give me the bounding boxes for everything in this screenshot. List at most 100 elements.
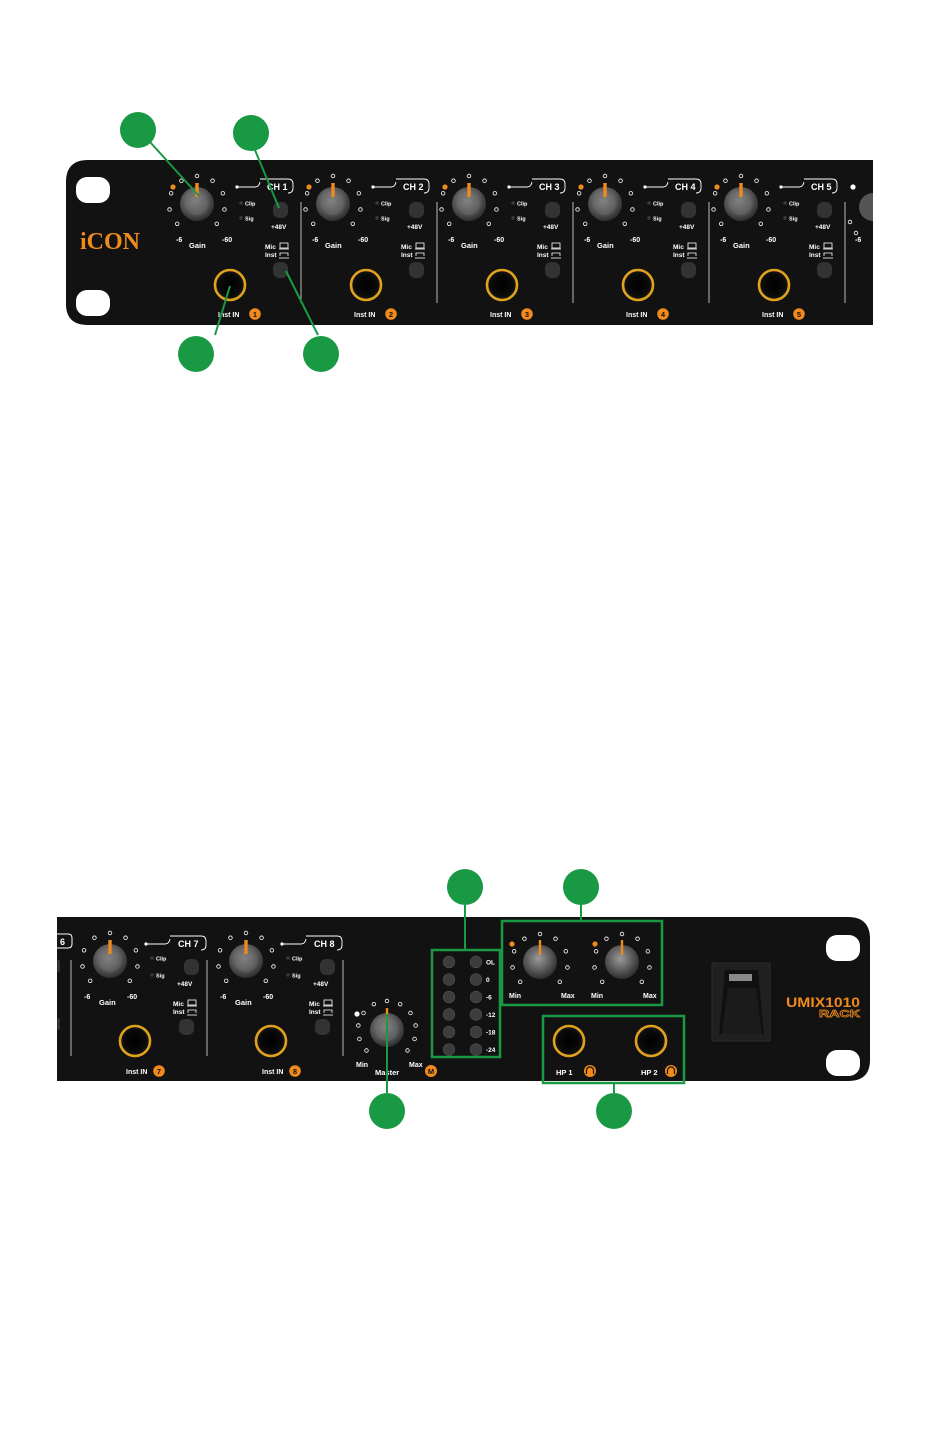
bracket-dot — [507, 185, 511, 189]
scale-tick — [371, 1001, 377, 1007]
scale-tick — [583, 221, 588, 226]
inst-label: Inst — [401, 252, 413, 259]
hp1-level-knob[interactable] — [523, 945, 557, 979]
hp2-jack[interactable] — [634, 1024, 668, 1058]
channel-bracket — [781, 181, 805, 188]
meter-label: -12 — [486, 1012, 496, 1019]
status-led — [442, 184, 448, 190]
mic-inst-switch[interactable] — [545, 262, 560, 278]
scale-tick — [397, 1001, 403, 1007]
phantom-power-button[interactable] — [184, 959, 199, 975]
inst-input-jack[interactable] — [757, 268, 791, 302]
scale-tick — [271, 964, 276, 969]
callout-marker — [369, 1093, 405, 1129]
clip-label: Clip — [517, 202, 528, 208]
inst-in-label: Inst IN — [262, 1069, 283, 1076]
channel-number-badge — [385, 308, 397, 320]
inst-input-jack[interactable] — [118, 1024, 152, 1058]
scale-tick — [738, 173, 744, 179]
mic-label: Mic — [265, 244, 276, 251]
inst-input-icon — [279, 252, 289, 259]
sig-led — [239, 216, 243, 220]
scale-tick — [263, 978, 268, 983]
gain-knob-cap — [594, 193, 616, 215]
scale-tick — [645, 949, 651, 954]
mic-inst-switch[interactable] — [409, 262, 424, 278]
mic-inst-switch[interactable] — [273, 262, 288, 278]
gain-max-label: -60 — [494, 237, 504, 244]
inst-input-jack[interactable] — [213, 268, 247, 302]
gain-label: Gain — [99, 998, 116, 1007]
scale-tick — [486, 221, 491, 226]
clip-led — [239, 201, 243, 205]
inst-input-icon — [187, 1009, 197, 1016]
scale-tick — [408, 1010, 413, 1016]
scale-tick — [135, 964, 140, 969]
inst-input-jack[interactable] — [621, 268, 655, 302]
phantom-power-button[interactable] — [409, 202, 424, 218]
model-sub: RACK — [819, 1009, 861, 1020]
mic-inst-switch[interactable] — [681, 262, 696, 278]
hp1-jack[interactable] — [552, 1024, 586, 1058]
meter-label: -18 — [486, 1030, 496, 1037]
hp2-level-knob[interactable] — [605, 945, 639, 979]
channel-bracket — [282, 938, 307, 945]
phantom-power-button[interactable] — [273, 202, 288, 218]
scale-tick — [179, 178, 184, 183]
channel-bracket — [373, 181, 397, 188]
bracket-dot — [371, 185, 375, 189]
mic-inst-switch[interactable] — [179, 1019, 194, 1035]
channel-number: 3 — [525, 310, 529, 319]
meter-led-left — [442, 973, 456, 986]
headphones-icon — [665, 1065, 677, 1077]
channel-label: CH 2 — [403, 182, 424, 192]
gain-max-label: -60 — [263, 994, 273, 1001]
rack-ear-hole-bottom — [826, 1050, 860, 1076]
mic-inst-switch[interactable] — [817, 262, 832, 278]
inst-input-icon — [687, 252, 697, 259]
mic-inst-switch[interactable] — [315, 1019, 330, 1035]
scale-tick — [492, 191, 498, 196]
scale-tick — [364, 1048, 369, 1053]
inst-in-label: Inst IN — [218, 312, 239, 319]
scale-tick — [167, 207, 172, 212]
phantom-power-button[interactable] — [681, 202, 696, 218]
scale-tick — [259, 935, 264, 940]
scale-tick — [315, 178, 320, 183]
scale-tick — [92, 935, 97, 940]
phantom-power-button[interactable] — [817, 202, 832, 218]
gain-knob-pointer — [603, 183, 607, 197]
phantom-label: +48V — [313, 981, 329, 988]
scale-tick — [628, 191, 634, 196]
channel-label-box — [396, 178, 430, 194]
meter-led-right — [469, 1025, 483, 1039]
callout-marker — [303, 336, 339, 372]
scale-tick — [384, 998, 390, 1004]
inst-input-jack[interactable] — [254, 1024, 288, 1058]
phantom-power-button[interactable] — [545, 202, 560, 218]
callout-leader — [214, 285, 231, 336]
master-min-label: Min — [356, 1062, 368, 1069]
scale-tick — [88, 978, 93, 983]
channel-number-badge — [249, 308, 261, 320]
gain-max-label: -60 — [222, 237, 232, 244]
phantom-power-button[interactable] — [320, 959, 335, 975]
sig-led — [286, 973, 290, 977]
gain-min-label: -6 — [312, 237, 318, 244]
power-switch[interactable] — [711, 962, 771, 1042]
inst-label: Inst — [673, 252, 685, 259]
master-badge — [425, 1065, 437, 1077]
phantom-label: +48V — [407, 224, 423, 231]
channel-bracket — [237, 181, 261, 188]
callout-marker — [120, 112, 156, 148]
gain-label: Gain — [461, 241, 478, 250]
inst-label: Inst — [265, 252, 277, 259]
inst-input-jack[interactable] — [349, 268, 383, 302]
inst-input-jack[interactable] — [485, 268, 519, 302]
headphones-icon — [584, 1065, 596, 1077]
scale-tick — [575, 207, 580, 212]
scale-tick — [81, 948, 87, 953]
scale-tick — [357, 1036, 362, 1042]
